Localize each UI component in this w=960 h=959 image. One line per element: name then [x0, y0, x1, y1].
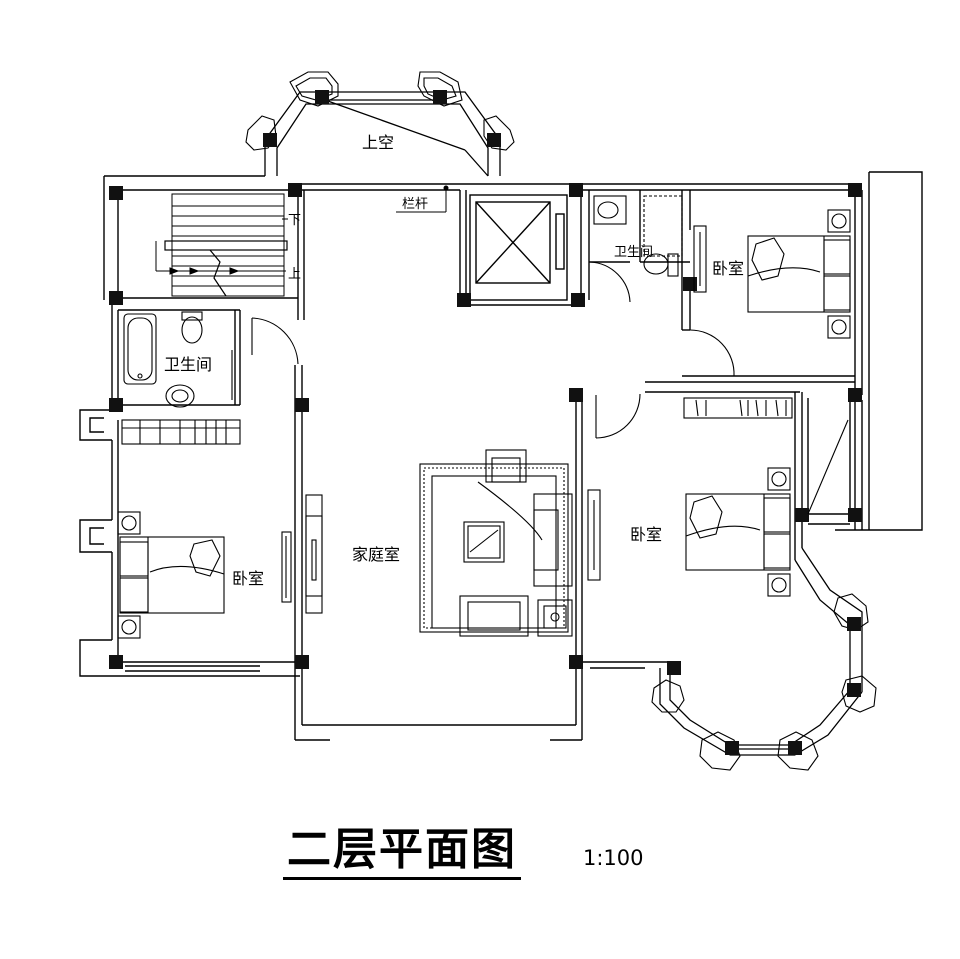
column: [847, 617, 861, 631]
plan-title: 二层平面图: [283, 823, 521, 880]
walls: [79, 171, 923, 741]
column: [263, 133, 277, 147]
bedroom-top-right-label: 卧室: [712, 259, 744, 278]
right-bay: [651, 547, 877, 771]
stair-down-label: 下: [288, 213, 301, 228]
stair-up-label: 上: [288, 267, 301, 282]
top-bay: [245, 71, 515, 177]
column: [667, 661, 681, 675]
left-bath-fixtures: [121, 311, 299, 445]
top-right-bedroom-furniture: [683, 209, 851, 515]
right-bath-fixtures: [589, 195, 735, 377]
column: [433, 90, 447, 104]
void-above-label: 上空: [362, 133, 394, 152]
left-bedroom-furniture: [117, 494, 323, 639]
column: [847, 683, 861, 697]
staircase: [155, 193, 288, 297]
bedroom-left-label: 卧室: [232, 569, 264, 588]
bedroom-mid-right-label: 卧室: [630, 525, 662, 544]
column: [788, 741, 802, 755]
plan-scale: 1:100: [583, 846, 644, 870]
family-room-label: 家庭室: [352, 545, 400, 564]
column: [487, 133, 501, 147]
mid-right-bedroom-furniture: [685, 467, 791, 597]
bathroom-left-label: 卫生间: [164, 355, 212, 374]
railing-leader: [396, 185, 449, 213]
column: [315, 90, 329, 104]
railing-label: 栏杆: [402, 197, 428, 212]
bathroom-right-label: 卫生间: [614, 245, 653, 260]
column: [725, 741, 739, 755]
family-room-furniture: [419, 393, 641, 637]
